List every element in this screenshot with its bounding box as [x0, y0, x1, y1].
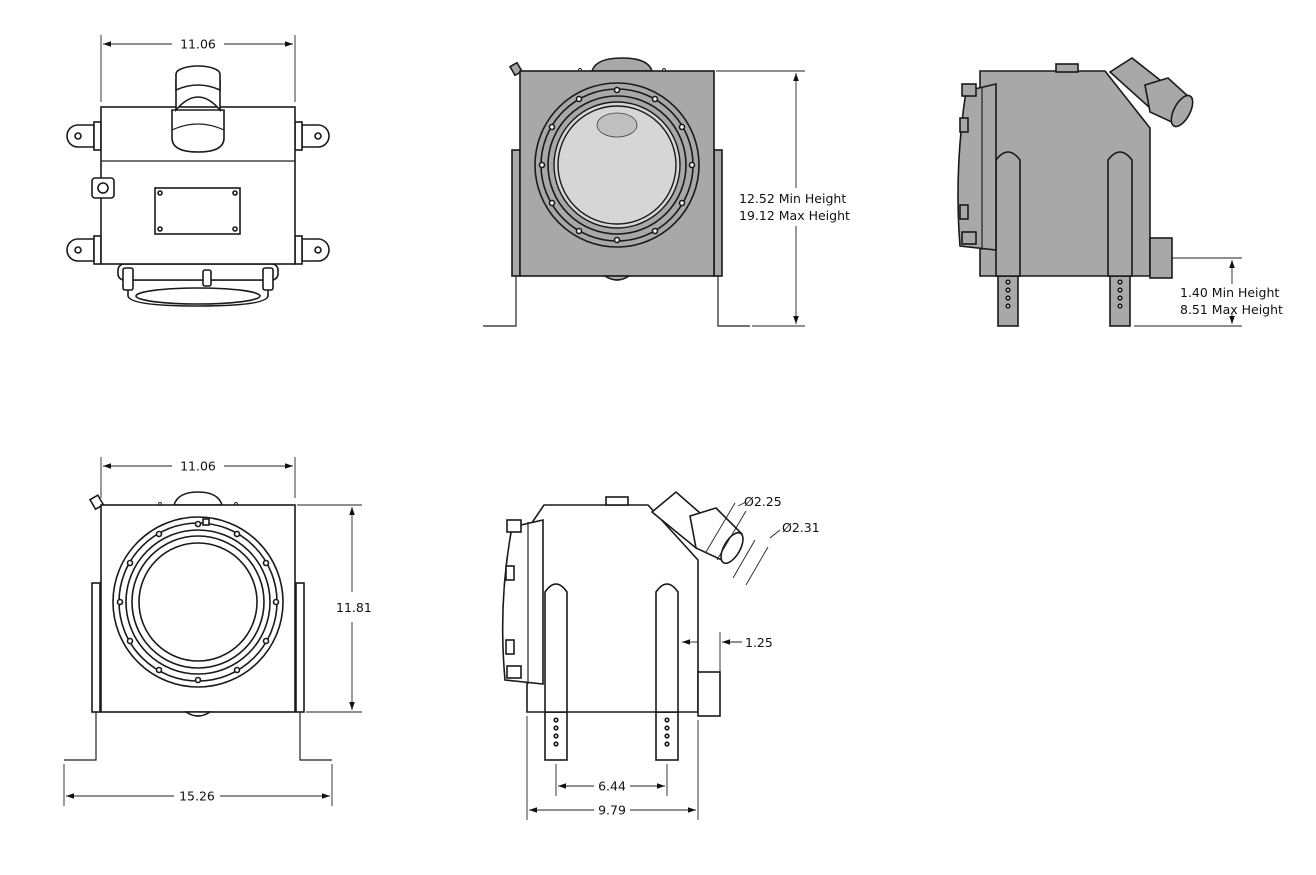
dim-leg-spacing: 6.44 — [598, 779, 626, 794]
viewport — [534, 82, 700, 248]
dim-top-width: 11.06 — [180, 37, 216, 52]
inlet-elbow-top — [171, 65, 225, 153]
mounting-tabs — [66, 121, 330, 265]
dim-inlet-outer: Ø2.31 — [782, 520, 820, 535]
outlet-lower — [697, 671, 721, 717]
top-view: 11.06 — [66, 35, 330, 307]
dim-leg-max: 8.51 Max Height — [1180, 302, 1283, 317]
door-side-lower — [501, 518, 544, 685]
lid-ring — [117, 263, 279, 307]
side-view-upper: 1.40 Min Height 8.51 Max Height — [957, 57, 1283, 327]
dim-leg-min: 1.40 Min Height — [1180, 285, 1279, 300]
door-side — [957, 82, 997, 251]
cable-gland — [91, 177, 115, 199]
nameplate — [154, 187, 241, 235]
dim-height-min: 12.52 Min Height — [739, 191, 846, 206]
side-view-lower: Ø2.25 Ø2.31 1.25 6.44 9.79 — [501, 490, 820, 820]
dim-overall-depth: 9.79 — [598, 803, 626, 818]
inlet-elbow-side — [1108, 57, 1194, 128]
dim-inlet-inner: Ø2.25 — [744, 494, 782, 509]
dim-front-height: 11.81 — [336, 600, 372, 615]
viewport-lower — [112, 516, 284, 688]
outlet-upper — [1149, 237, 1173, 279]
dim-height-max: 19.12 Max Height — [739, 208, 850, 223]
front-view-lower: 11.06 11.81 — [63, 457, 372, 806]
dim-outlet-offset: 1.25 — [745, 635, 773, 650]
dim-front-width: 11.06 — [180, 459, 216, 474]
front-view-upper: 12.52 Min Height 19.12 Max Height — [483, 57, 850, 327]
dim-base-width: 15.26 — [179, 789, 215, 804]
